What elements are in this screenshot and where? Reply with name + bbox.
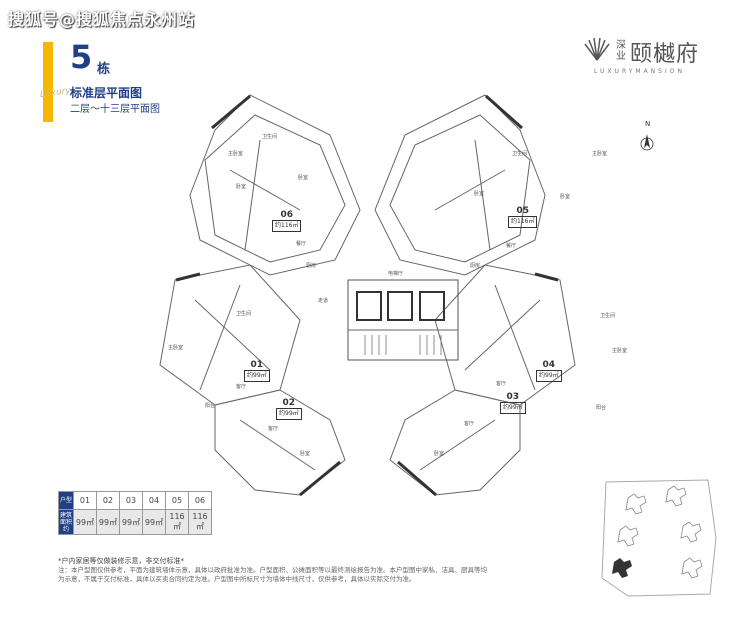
room-label: 餐厅 <box>296 241 307 247</box>
logo-name: 颐樾府 <box>630 42 700 67</box>
room-label: 餐厅 <box>506 243 517 249</box>
room-label: 主卧室 <box>168 345 184 351</box>
room-label: 厨房 <box>306 263 317 269</box>
north-label: N <box>645 120 651 128</box>
table-cell: 99㎡ <box>96 509 120 535</box>
building-5-marker <box>612 558 632 578</box>
room-label: 客厅 <box>496 381 507 387</box>
table-cell: 02 <box>96 491 120 510</box>
room-label: 厨房 <box>470 263 481 269</box>
room-label: 电梯厅 <box>388 271 404 277</box>
room-label: 卫生间 <box>236 311 252 317</box>
room-label: 卧室 <box>300 451 311 457</box>
table-cell: 01 <box>73 491 97 510</box>
disclaimer-title: *户内家居等仅做装修示意，非交付标准* <box>58 557 184 565</box>
table-header-area: 建筑面积约 <box>58 509 74 535</box>
floor-plan-title: 标准层平面图 <box>70 86 143 100</box>
table-cell: 99㎡ <box>73 509 97 535</box>
room-label: 阳台 <box>596 405 607 411</box>
room-label: 卧室 <box>298 175 309 181</box>
floor-plan-subtitle: 二层～十三层平面图 <box>70 104 160 115</box>
table-cell: 03 <box>119 491 143 510</box>
table-cell: 99㎡ <box>119 509 143 535</box>
building-unit: 栋 <box>97 62 111 77</box>
room-label: 客厅 <box>236 384 247 390</box>
room-label: 卧室 <box>434 451 445 457</box>
room-label: 卧室 <box>560 194 571 200</box>
table-cell: 04 <box>142 491 166 510</box>
room-label: 阳台 <box>205 403 216 409</box>
room-label: 主卧室 <box>228 151 244 157</box>
room-label: 卫生间 <box>262 134 278 140</box>
table-cell: 99㎡ <box>142 509 166 535</box>
table-cell: 116㎡ <box>188 509 212 535</box>
disclaimer: *户内家居等仅做装修示意，非交付标准* 注：本户型图仅供参考，平面为建筑墙体示意… <box>58 557 488 584</box>
table-cell: 116㎡ <box>165 509 189 535</box>
logo-small-char-2: 业 <box>616 51 626 62</box>
site-plan-map <box>601 479 717 597</box>
room-label: 客厅 <box>464 421 475 427</box>
building-number: 5 <box>70 38 93 76</box>
logo-english: LUXURYMANSION <box>594 68 685 75</box>
table-cell: 06 <box>188 491 212 510</box>
table-row: 户型 01 02 03 04 05 06 <box>58 491 212 510</box>
room-label: 客厅 <box>268 426 279 432</box>
disclaimer-body: 注：本户型图仅供参考，平面为建筑墙体示意，具体以政府批准为准。户型面积、公摊面积… <box>58 566 487 583</box>
table-cell: 05 <box>165 491 189 510</box>
room-label: 主卧室 <box>612 348 628 354</box>
logo-small-char-1: 深 <box>616 40 626 51</box>
north-arrow-icon <box>640 134 654 151</box>
room-label: 卧室 <box>236 184 247 190</box>
watermark: 搜狐号@搜狐焦点永州站 <box>8 10 196 29</box>
table-row: 建筑面积约 99㎡ 99㎡ 99㎡ 99㎡ 116㎡ 116㎡ <box>58 509 212 535</box>
room-label: 卫生间 <box>512 151 528 157</box>
fan-logo-icon <box>584 37 610 61</box>
room-label: 卧室 <box>474 191 485 197</box>
table-header-type: 户型 <box>58 491 74 510</box>
room-label: 主卧室 <box>592 151 608 157</box>
room-label: 走道 <box>318 298 329 304</box>
accent-bar <box>43 42 53 122</box>
room-label: 卫生间 <box>600 313 616 319</box>
unit-area-table: 户型 01 02 03 04 05 06 建筑面积约 99㎡ 99㎡ 99㎡ 9… <box>58 491 212 535</box>
